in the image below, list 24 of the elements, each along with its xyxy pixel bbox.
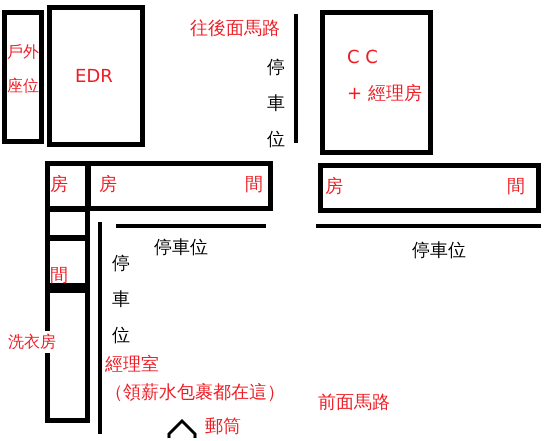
room-label: 間 — [507, 176, 525, 198]
road-label: 往後面馬路 — [190, 18, 280, 40]
room-box — [47, 5, 145, 147]
room-label: 房 — [50, 174, 68, 196]
parking-label: 停車位 — [112, 252, 130, 348]
room-box — [320, 10, 433, 155]
road-label: 前面馬路 — [318, 392, 390, 414]
room-label: 間 — [50, 265, 68, 287]
mailbox-label: 郵筒 — [205, 416, 241, 438]
parking-label: 停車位 — [154, 237, 208, 259]
room-box — [318, 163, 541, 213]
room-label: EDR — [75, 66, 113, 88]
room-box — [2, 10, 44, 144]
room-label: 間 — [245, 174, 263, 196]
room-label: 洗衣房 — [8, 331, 56, 353]
note-text: （領薪水包裹都在這） — [105, 382, 285, 404]
room-label: 戶外座位 — [7, 41, 40, 97]
parking-label: 停車位 — [412, 240, 466, 262]
room-label: 房 — [99, 174, 117, 196]
room-label: 房 — [325, 176, 343, 198]
room-label: 經理室 — [105, 354, 159, 376]
room-label: C C — [347, 47, 378, 69]
room-label: + 經理房 — [347, 83, 422, 105]
parking-label: 停車位 — [267, 56, 285, 152]
